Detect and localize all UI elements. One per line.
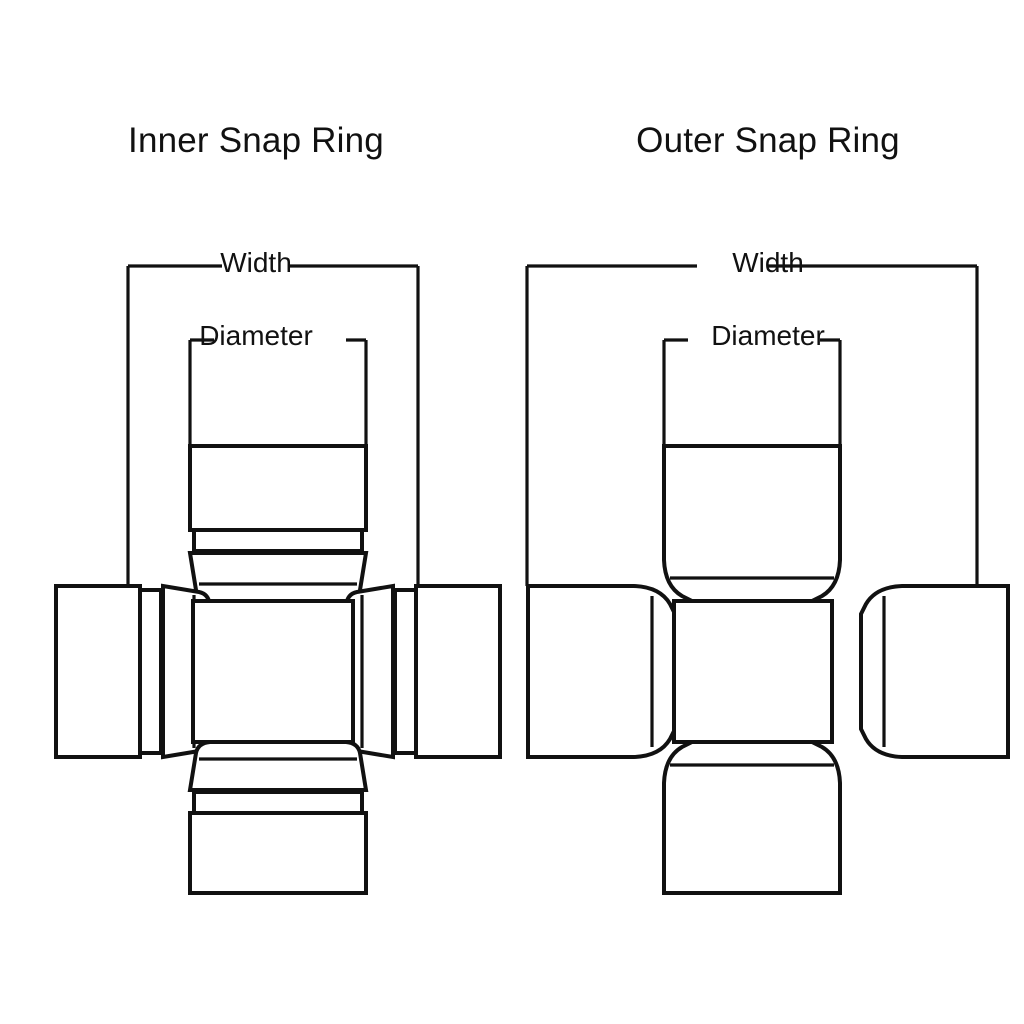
bottom-bearing-cup-outer — [662, 740, 842, 895]
diameter-dimension-line-inner — [188, 338, 368, 446]
panel-inner-snap-ring: Inner Snap Ring Width Diameter — [54, 121, 502, 895]
panel-title-inner: Inner Snap Ring — [128, 121, 384, 160]
top-bearing-cup-inner — [188, 444, 368, 553]
width-dimension-line-outer — [525, 264, 979, 586]
width-dimension-label-inner: Width — [220, 247, 292, 278]
diameter-dimension-label-inner: Diameter — [199, 320, 313, 351]
diameter-dimension-line-outer — [662, 338, 842, 446]
cross-body-inner — [191, 599, 355, 744]
outer-snap-ring-drawing — [525, 264, 1010, 895]
cross-body-outer — [672, 599, 834, 744]
left-bearing-cup-outer — [526, 584, 677, 759]
top-trunnion-inner — [187, 551, 369, 603]
bottom-bearing-cup-inner — [188, 790, 368, 895]
bottom-trunnion-inner — [187, 740, 369, 792]
right-bearing-cup-inner — [393, 584, 502, 759]
top-bearing-cup-outer — [662, 444, 842, 603]
left-bearing-cup-inner — [54, 584, 163, 759]
diameter-dimension-label-outer: Diameter — [711, 320, 825, 351]
width-dimension-label-outer: Width — [732, 247, 804, 278]
panel-outer-snap-ring: Outer Snap Ring Width Diameter — [512, 0, 1024, 1024]
right-bearing-cup-outer — [859, 584, 1010, 759]
width-dimension-line-inner — [126, 264, 420, 586]
inner-snap-ring-drawing — [54, 264, 502, 895]
panel-title-outer: Outer Snap Ring — [636, 121, 900, 160]
